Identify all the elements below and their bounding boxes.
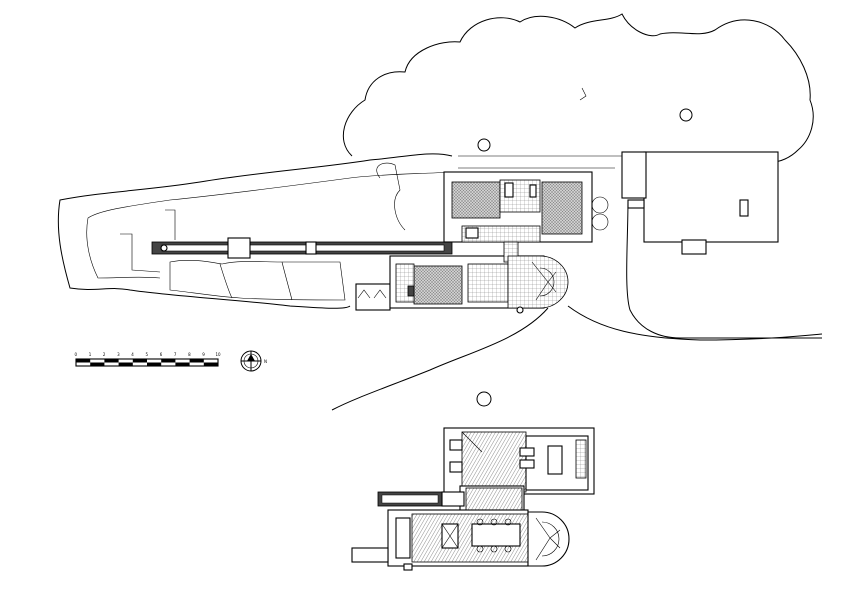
hedge-outline	[57, 153, 453, 309]
tree-trunk	[476, 391, 492, 407]
hedge-inner	[120, 209, 176, 273]
driveway-edge	[567, 305, 823, 341]
tree-detail	[579, 87, 587, 101]
garden-feature	[591, 196, 609, 214]
neighbour-building-step	[627, 199, 645, 209]
tree-canopy-inner	[376, 162, 406, 231]
north-label: N	[264, 359, 267, 364]
pergola-pier	[305, 241, 317, 255]
scale-tick-label: 8	[188, 352, 191, 357]
north-arrow: N	[240, 350, 267, 372]
stair-treads	[531, 261, 557, 301]
stair-rotunda	[507, 255, 569, 309]
corridor-fixture	[465, 227, 479, 239]
kitchen-counter	[407, 285, 415, 297]
driveway-edge	[331, 307, 549, 411]
entry-doors	[357, 289, 387, 299]
scale-tick-label: 3	[117, 352, 120, 357]
tree-trunk	[477, 138, 491, 152]
neighbour-building	[643, 151, 779, 243]
corridor	[461, 225, 541, 243]
hedge-inner	[86, 171, 453, 279]
garden-bed	[169, 260, 346, 301]
pergola-end	[160, 244, 168, 252]
scale-tick-label: 5	[146, 352, 149, 357]
upper-floor-plan	[351, 427, 595, 571]
garden-shed	[355, 283, 391, 311]
stair-post	[516, 306, 524, 314]
room-hatched	[451, 181, 501, 219]
room-hatched	[413, 265, 463, 305]
room-hatched	[541, 181, 583, 235]
scale-tick-label: 6	[160, 352, 163, 357]
tree-canopy	[342, 13, 814, 163]
neighbour-building-wing	[621, 151, 647, 199]
neighbour-building-wing	[739, 199, 749, 217]
bath-fixture	[504, 182, 514, 198]
scale-tick-label: 7	[174, 352, 177, 357]
scale-tick-label: 1	[89, 352, 92, 357]
garden-feature	[591, 213, 609, 231]
scale-tick-label: 2	[103, 352, 106, 357]
neighbour-building-porch	[681, 239, 707, 255]
tree-trunk	[679, 108, 693, 122]
pergola-pier	[227, 237, 251, 259]
garden-bed-detail	[219, 261, 293, 301]
scale-tick-label: 0	[75, 352, 78, 357]
scale-tick-label: 10	[216, 352, 222, 357]
driveway-edge	[626, 199, 822, 339]
driveway-edge	[458, 155, 622, 169]
scale-tick-label: 9	[202, 352, 205, 357]
room-service	[467, 263, 509, 303]
bath-fixture	[529, 184, 537, 198]
long-pergola-inner	[161, 244, 445, 252]
scale-bar: 0 1 2 3 4 5 6 7 8 9 10	[75, 352, 222, 367]
scale-tick-label: 4	[131, 352, 134, 357]
